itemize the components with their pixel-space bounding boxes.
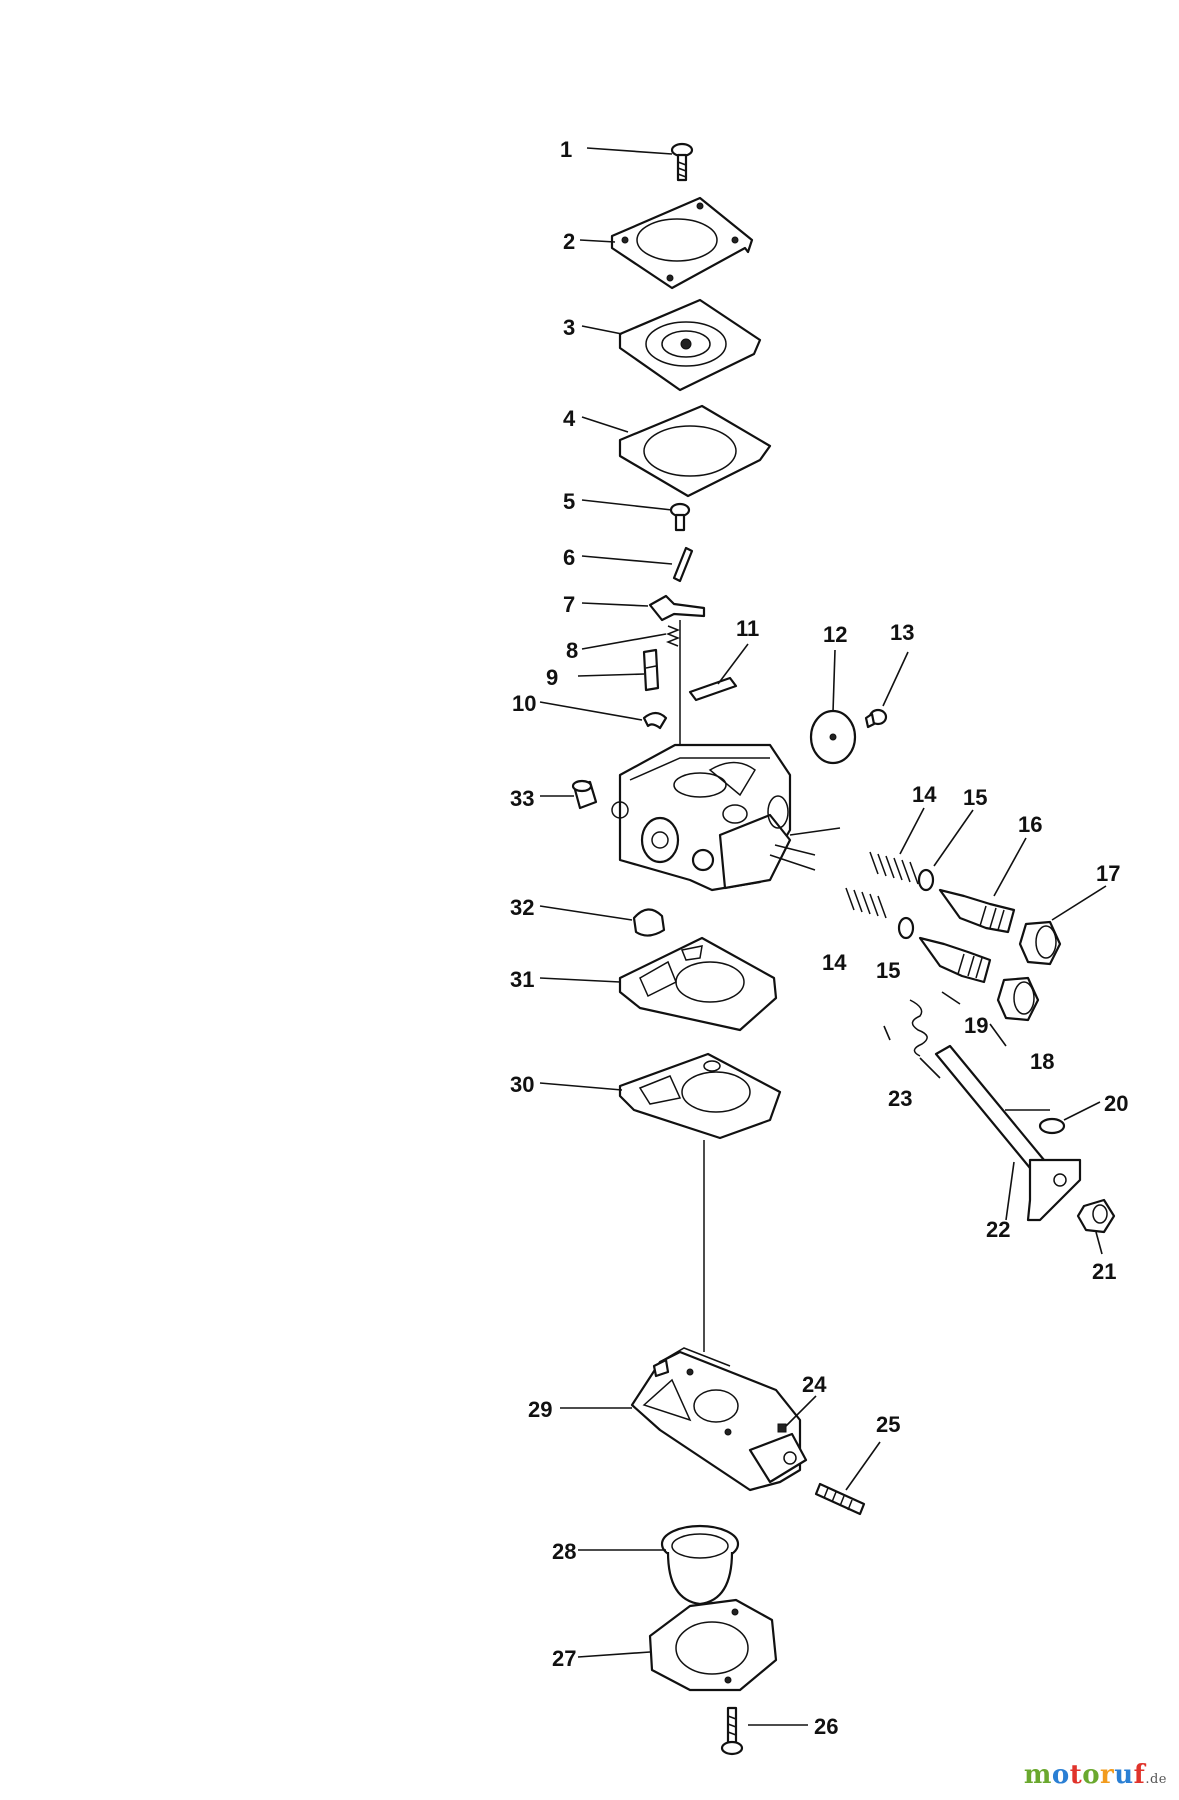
callout-17: 17 [1096,861,1120,886]
part-1-screw [670,142,694,182]
watermark-letter: o [1082,1760,1101,1790]
callout-6: 6 [563,545,575,570]
callout-10: 10 [512,691,536,716]
part-4-gasket [618,404,772,498]
callout-32: 32 [510,895,534,920]
part-18-limiter-cap [996,976,1040,1022]
callout-25: 25 [876,1412,900,1437]
callout-leader-lines [539,147,1107,1726]
part-15-o-ring-lower [897,916,915,940]
callout-14a: 14 [912,782,937,807]
part-28-primer-bulb [660,1524,740,1606]
part-30-gasket [618,1052,782,1140]
callout-12: 12 [823,622,847,647]
callout-20: 20 [1104,1091,1128,1116]
part-22-throttle-shaft [934,1044,1082,1222]
callout-2: 2 [563,229,575,254]
watermark-letter: t [1069,1760,1083,1790]
part-15-o-ring-upper [917,868,935,892]
part-21-nut [1076,1198,1116,1234]
callout-27: 27 [552,1646,576,1671]
callout-22: 22 [986,1217,1010,1242]
callout-15a: 15 [963,785,987,810]
callout-labels: 1 2 3 4 5 6 7 8 9 10 11 12 13 14 15 16 1… [510,137,1128,1739]
callout-11: 11 [736,616,759,641]
callout-3: 3 [563,315,575,340]
part-13-screw [864,708,888,729]
callout-29: 29 [528,1397,552,1422]
callout-14b: 14 [822,950,847,975]
watermark-letter: m [1023,1760,1052,1790]
callout-23: 23 [888,1086,912,1111]
part-23-throttle-spring [909,999,928,1057]
part-11-gasket-strip [688,676,738,702]
callout-4: 4 [563,406,576,431]
watermark-letter: u [1114,1760,1134,1790]
part-26-screw [720,1706,744,1756]
part-31-gasket [618,936,778,1032]
watermark-letter: r [1100,1760,1115,1790]
callout-9: 9 [546,665,558,690]
part-27-bulb-retainer [648,1598,778,1692]
part-5-screw [669,502,691,532]
callout-5: 5 [563,489,575,514]
part-2-diaphragm-cover [610,196,754,290]
part-7-metering-lever [648,594,706,622]
part-17-limiter-cap [1018,920,1062,966]
callout-13: 13 [890,620,914,645]
watermark-letter: f [1133,1760,1146,1790]
part-9-inlet-needle [642,648,660,692]
part-19-adjusting-needle [918,936,992,984]
callout-21: 21 [1092,1259,1116,1284]
callout-30: 30 [510,1072,534,1097]
part-14-spring-upper [869,851,919,885]
watermark-letters: motoruf [1024,1760,1146,1790]
part-33-fitting [571,779,598,810]
callout-33: 33 [510,786,534,811]
callout-28: 28 [552,1539,576,1564]
part-carburetor-body [611,743,841,892]
watermark-suffix: .de [1145,1772,1167,1787]
callout-16: 16 [1018,812,1042,837]
part-29-pump-body [630,1347,808,1492]
part-12-throttle-disc [809,709,857,765]
callout-15b: 15 [876,958,900,983]
part-6-pin [672,546,694,583]
callout-18: 18 [1030,1049,1054,1074]
callout-31: 31 [510,967,534,992]
callout-26: 26 [814,1714,838,1739]
callout-1: 1 [560,137,572,162]
part-8-spring [665,625,681,647]
watermark-letter: o [1051,1760,1070,1790]
callout-8: 8 [566,638,578,663]
part-3-metering-diaphragm [618,298,762,392]
part-20-clip [1038,1117,1066,1135]
part-24-check-valve [777,1423,787,1433]
part-32-cap [632,908,666,937]
callout-24: 24 [802,1372,827,1397]
part-14-spring-lower [845,887,887,919]
part-25-screw [814,1482,866,1516]
motoruf-watermark-logo: motoruf.de [1024,1760,1167,1790]
callout-7: 7 [563,592,575,617]
part-16-adjusting-needle [938,888,1016,934]
callout-19: 19 [964,1013,988,1038]
part-10-clip [642,711,668,730]
